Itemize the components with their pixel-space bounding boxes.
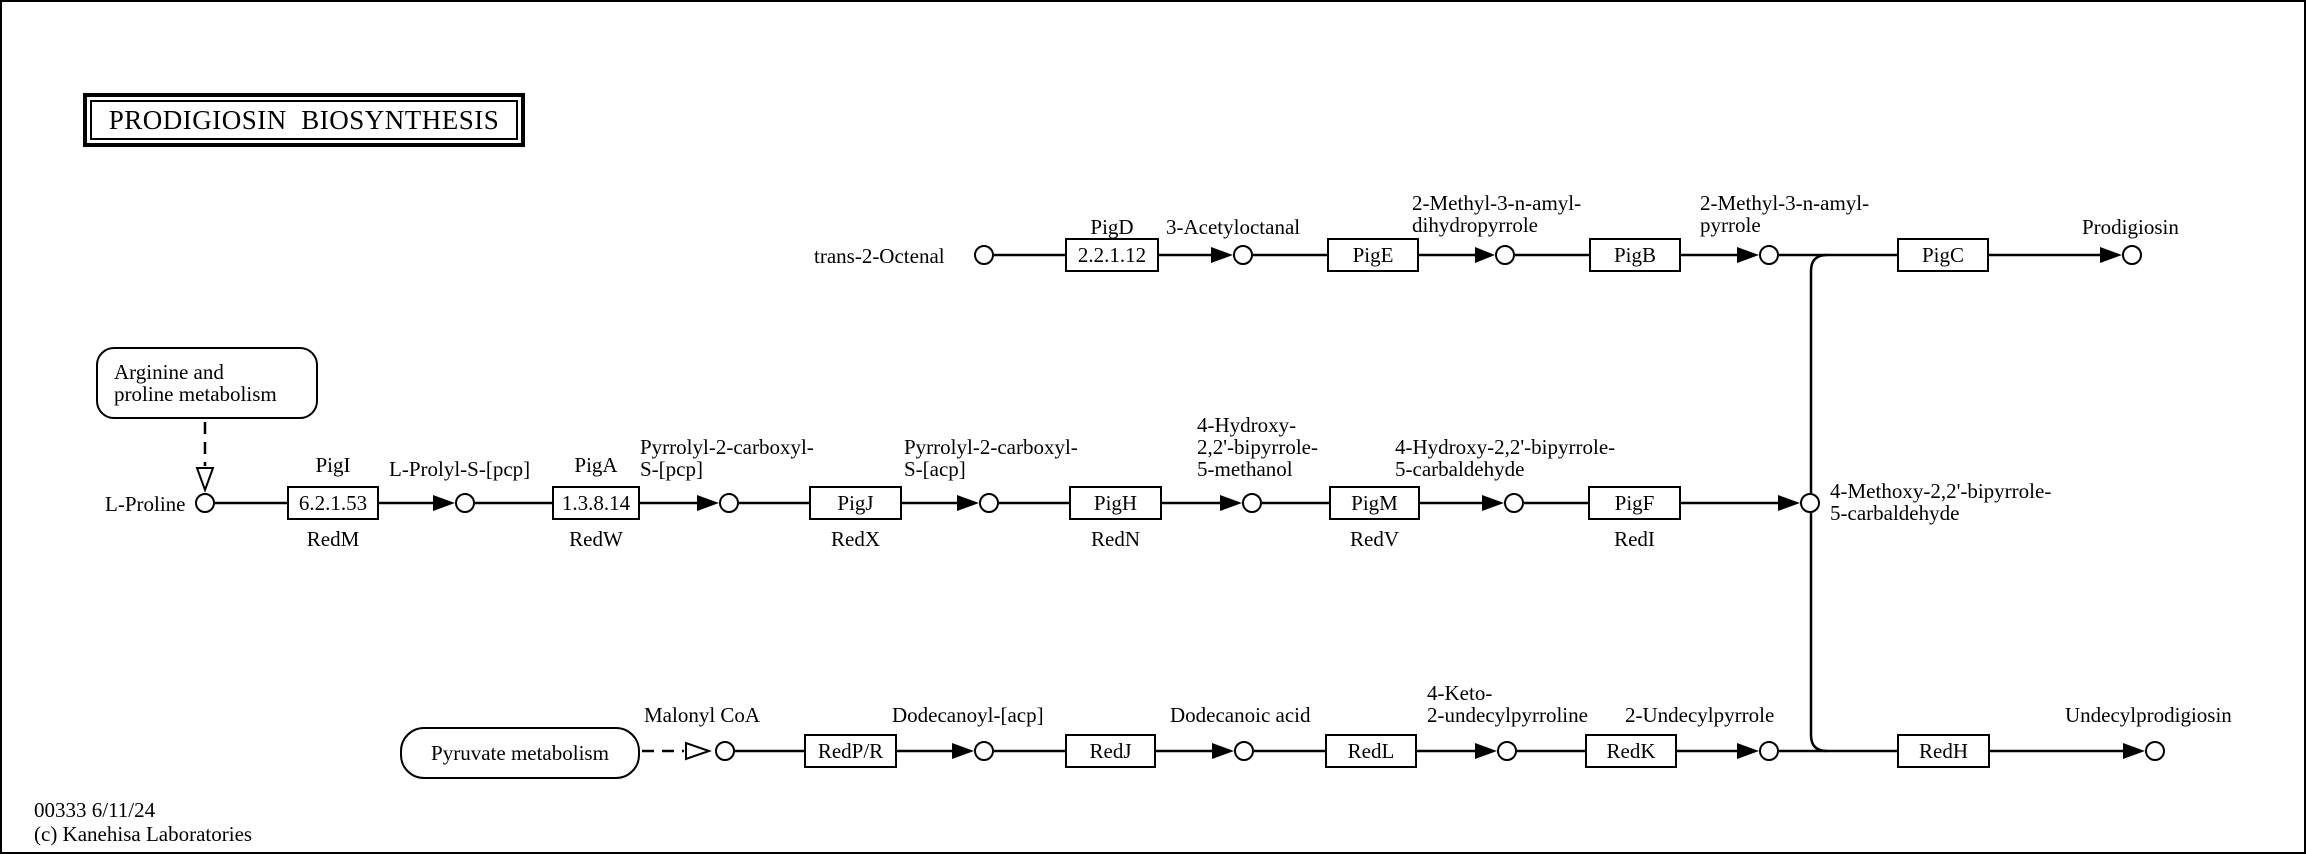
compound-circle-4-hydroxy-bipyrrole-5-carbaldehyde[interactable] bbox=[1504, 493, 1524, 513]
enzyme-name-redM: RedM bbox=[306, 527, 360, 551]
pathway-title-box: PRODIGIOSIN BIOSYNTHESIS bbox=[83, 93, 525, 147]
enzyme-label: RedH bbox=[1919, 738, 1968, 763]
map-link-arginine-proline-metabolism[interactable]: Arginine and proline metabolism bbox=[96, 347, 318, 419]
enzyme-box-pigE[interactable]: PigE bbox=[1327, 238, 1419, 272]
enzyme-box-pigC[interactable]: PigC bbox=[1897, 238, 1989, 272]
pyruvate-open-arrowhead bbox=[685, 741, 713, 761]
copyright-notice: (c) Kanehisa Laboratories bbox=[34, 822, 253, 846]
compound-label-trans-2-octenal: trans-2-Octenal bbox=[814, 244, 945, 268]
enzyme-name-pigD: PigD bbox=[1090, 215, 1134, 239]
compound-circle-trans-2-octenal[interactable] bbox=[974, 245, 994, 265]
compound-label-l-prolyl-s-pcp: L-Prolyl-S-[pcp] bbox=[389, 457, 531, 481]
enzyme-name-redI: RedI bbox=[1614, 527, 1655, 551]
enzyme-name-pigI: PigI bbox=[315, 453, 351, 477]
compound-label-4-keto-2-undecylpyrroline: 4-Keto- 2-undecylpyrroline bbox=[1427, 681, 1588, 727]
compound-circle-2-undecylpyrrole[interactable] bbox=[1759, 741, 1779, 761]
map-link-pyruvate-metabolism[interactable]: Pyruvate metabolism bbox=[400, 727, 640, 779]
enzyme-box-pigM[interactable]: PigM bbox=[1329, 486, 1420, 520]
enzyme-label: PigM bbox=[1351, 490, 1398, 515]
enzyme-box-redH[interactable]: RedH bbox=[1897, 734, 1990, 768]
compound-circle-dodecanoic-acid[interactable] bbox=[1234, 741, 1254, 761]
enzyme-name-redN: RedN bbox=[1091, 527, 1140, 551]
compound-circle-3-acetyloctanal[interactable] bbox=[1233, 245, 1253, 265]
compound-circle-prodigiosin[interactable] bbox=[2122, 245, 2142, 265]
enzyme-label: PigB bbox=[1613, 242, 1657, 267]
compound-label-4-methoxy-bipyrrole-5-carbaldehyde: 4-Methoxy-2,2'-bipyrrole- 5-carbaldehyde bbox=[1830, 479, 2052, 525]
compound-circle-pyrrolyl-2-carboxyl-s-acp[interactable] bbox=[979, 493, 999, 513]
compound-label-undecylprodigiosin: Undecylprodigiosin bbox=[2065, 703, 2232, 727]
pathway-title: PRODIGIOSIN BIOSYNTHESIS bbox=[90, 100, 518, 140]
enzyme-name-redV: RedV bbox=[1350, 527, 1399, 551]
enzyme-box-redK[interactable]: RedK bbox=[1585, 734, 1677, 768]
map-link-label: Arginine and proline metabolism bbox=[114, 360, 277, 406]
enzyme-label: PigF bbox=[1614, 490, 1655, 515]
enzyme-label: PigE bbox=[1352, 242, 1394, 267]
enzyme-box-pigB[interactable]: PigB bbox=[1589, 238, 1681, 272]
map-link-label: Pyruvate metabolism bbox=[431, 741, 609, 765]
enzyme-label: PigH bbox=[1093, 490, 1138, 515]
enzyme-label: 1.3.8.14 bbox=[561, 490, 631, 515]
compound-label-pyrrolyl-2-carboxyl-s-pcp: Pyrrolyl-2-carboxyl- S-[pcp] bbox=[640, 435, 814, 481]
enzyme-name-pigA: PigA bbox=[574, 453, 618, 477]
arginine-open-arrowhead bbox=[195, 467, 215, 493]
enzyme-label: 2.2.1.12 bbox=[1077, 242, 1147, 267]
enzyme-label: RedJ bbox=[1089, 738, 1132, 763]
compound-label-4-hydroxy-bipyrrole-5-methanol: 4-Hydroxy- 2,2'-bipyrrole- 5-methanol bbox=[1197, 413, 1318, 481]
compound-circle-l-proline[interactable] bbox=[195, 493, 215, 513]
compound-circle-undecylprodigiosin[interactable] bbox=[2145, 741, 2165, 761]
enzyme-name-redX: RedX bbox=[831, 527, 880, 551]
compound-label-2-undecylpyrrole: 2-Undecylpyrrole bbox=[1625, 703, 1775, 727]
compound-label-prodigiosin: Prodigiosin bbox=[2082, 215, 2179, 239]
enzyme-box-redJ[interactable]: RedJ bbox=[1065, 734, 1156, 768]
enzyme-box-pigJ[interactable]: PigJ bbox=[809, 486, 902, 520]
compound-circle-4-hydroxy-bipyrrole-5-methanol[interactable] bbox=[1242, 493, 1262, 513]
enzyme-box-pigF[interactable]: PigF bbox=[1588, 486, 1681, 520]
enzyme-box-pigD-2.2.1.12[interactable]: 2.2.1.12 bbox=[1065, 238, 1159, 272]
enzyme-label: RedK bbox=[1606, 738, 1656, 763]
enzyme-box-pigA-1.3.8.14[interactable]: 1.3.8.14 bbox=[552, 486, 640, 520]
enzyme-label: RedL bbox=[1347, 738, 1395, 763]
enzyme-label: 6.2.1.53 bbox=[298, 490, 368, 515]
compound-label-dodecanoic-acid: Dodecanoic acid bbox=[1170, 703, 1311, 727]
compound-label-4-hydroxy-bipyrrole-5-carbaldehyde: 4-Hydroxy-2,2'-bipyrrole- 5-carbaldehyde bbox=[1395, 435, 1616, 481]
compound-circle-pyrrolyl-2-carboxyl-s-pcp[interactable] bbox=[719, 493, 739, 513]
reaction-arrowheads bbox=[433, 247, 2145, 759]
compound-circle-4-keto-2-undecylpyrroline[interactable] bbox=[1497, 741, 1517, 761]
compound-label-2-methyl-3-n-amyl-dihydropyrrole: 2-Methyl-3-n-amyl- dihydropyrrole bbox=[1412, 191, 1582, 237]
compound-label-dodecanoyl-acp: Dodecanoyl-[acp] bbox=[892, 703, 1044, 727]
enzyme-box-redL[interactable]: RedL bbox=[1325, 734, 1417, 768]
compound-label-pyrrolyl-2-carboxyl-s-acp: Pyrrolyl-2-carboxyl- S-[acp] bbox=[904, 435, 1078, 481]
compound-circle-malonyl-coa[interactable] bbox=[715, 741, 735, 761]
compound-label-3-acetyloctanal: 3-Acetyloctanal bbox=[1166, 215, 1301, 239]
compound-circle-dodecanoyl-acp[interactable] bbox=[974, 741, 994, 761]
enzyme-box-redPR[interactable]: RedP/R bbox=[804, 734, 897, 768]
enzyme-box-pigI-6.2.1.53[interactable]: 6.2.1.53 bbox=[287, 486, 379, 520]
compound-circle-l-prolyl-s-pcp[interactable] bbox=[455, 493, 475, 513]
map-id-date: 00333 6/11/24 bbox=[34, 798, 156, 822]
compound-circle-2-methyl-3-n-amyl-dihydropyrrole[interactable] bbox=[1495, 245, 1515, 265]
enzyme-label: PigJ bbox=[837, 490, 874, 515]
maplink-open-arrowheads bbox=[195, 467, 713, 761]
compound-label-malonyl-coa: Malonyl CoA bbox=[644, 703, 761, 727]
compound-circle-2-methyl-3-n-amyl-pyrrole[interactable] bbox=[1759, 245, 1779, 265]
enzyme-label: RedP/R bbox=[817, 738, 884, 763]
compound-label-l-proline: L-Proline bbox=[105, 492, 186, 516]
enzyme-box-pigH[interactable]: PigH bbox=[1069, 486, 1162, 520]
compound-label-2-methyl-3-n-amyl-pyrrole: 2-Methyl-3-n-amyl- pyrrole bbox=[1700, 191, 1870, 237]
compound-circle-4-methoxy-bipyrrole-5-carbaldehyde[interactable] bbox=[1800, 493, 1820, 513]
enzyme-name-redW: RedW bbox=[569, 527, 623, 551]
enzyme-label: PigC bbox=[1921, 242, 1965, 267]
